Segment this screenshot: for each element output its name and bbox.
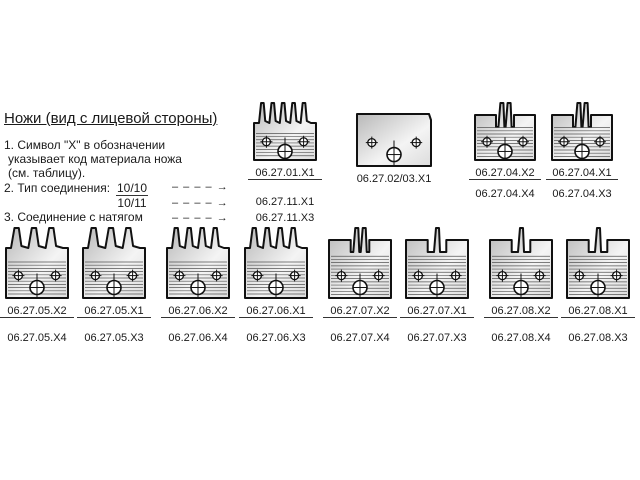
- knife-outline: [5, 227, 69, 299]
- knife-k05b: [82, 227, 146, 299]
- note-2-fraction-top: 10/10: [116, 181, 148, 196]
- knife-code: 06.27.07.X1: [400, 305, 474, 318]
- knife-k01: [253, 102, 317, 161]
- knife-code: 06.27.01.X1: [248, 167, 322, 180]
- knife-code: 06.27.06.X2: [161, 305, 235, 318]
- knife-alt-code: 06.27.07.X4: [330, 332, 390, 344]
- knife-code: 06.27.04.X2: [469, 167, 541, 180]
- knife-alt-code: 06.27.08.X4: [491, 332, 551, 344]
- knife-alt-code: 06.27.06.X4: [168, 332, 228, 344]
- knife-k05a: [5, 227, 69, 299]
- page-title: Ножи (вид с лицевой стороны): [4, 110, 218, 127]
- knife-code: 06.27.07.X2: [323, 305, 397, 318]
- knife-code: 06.27.06.X1: [239, 305, 313, 318]
- knife-code: 06.27.08.X1: [561, 305, 635, 318]
- knife-k04a: [474, 102, 536, 161]
- knife-alt-code: 06.27.05.X3: [84, 332, 144, 344]
- knife-outline: [566, 227, 630, 299]
- knife-k06a: [166, 227, 230, 299]
- code-06-27-11-x1: 06.27.11.X1: [255, 196, 315, 208]
- knife-code: 06.27.05.X2: [0, 305, 74, 318]
- note-1-line-1: 1. Символ "X" в обозначении: [4, 138, 166, 152]
- arrow-1: – – – – →: [172, 181, 229, 193]
- knife-outline: [356, 113, 432, 167]
- knife-k02: [356, 113, 432, 167]
- knife-code: 06.27.02/03.X1: [356, 173, 432, 185]
- knife-k08b: [566, 227, 630, 299]
- knife-k07b: [405, 227, 469, 299]
- knife-k06b: [244, 227, 308, 299]
- knife-k08a: [489, 227, 553, 299]
- knife-code: 06.27.04.X1: [546, 167, 618, 180]
- knife-alt-code: 06.27.04.X3: [552, 188, 612, 200]
- note-2-label: 2. Тип соединения:: [4, 181, 111, 195]
- knife-outline: [405, 227, 469, 299]
- arrow-3: – – – – →: [172, 212, 229, 224]
- knife-code: 06.27.05.X1: [77, 305, 151, 318]
- knife-outline: [551, 102, 613, 161]
- note-3-label: 3. Соединение с натягом: [4, 210, 143, 224]
- knife-alt-code: 06.27.05.X4: [7, 332, 67, 344]
- knife-code: 06.27.08.X2: [484, 305, 558, 318]
- knife-k07a: [328, 227, 392, 299]
- knife-outline: [328, 227, 392, 299]
- knife-outline: [82, 227, 146, 299]
- knife-outline: [489, 227, 553, 299]
- arrow-2: – – – – →: [172, 197, 229, 209]
- knife-alt-code: 06.27.08.X3: [568, 332, 628, 344]
- knife-alt-code: 06.27.06.X3: [246, 332, 306, 344]
- knife-alt-code: 06.27.04.X4: [475, 188, 535, 200]
- note-2-fraction-bottom: 10/11: [117, 196, 147, 210]
- knife-outline: [253, 102, 317, 161]
- note-1-line-3: (см. таблицу).: [8, 166, 86, 180]
- note-1-line-2: указывает код материала ножа: [8, 152, 182, 166]
- code-06-27-11-x3: 06.27.11.X3: [255, 212, 315, 224]
- knife-outline: [244, 227, 308, 299]
- knife-alt-code: 06.27.07.X3: [407, 332, 467, 344]
- knife-k04b: [551, 102, 613, 161]
- knife-outline: [474, 102, 536, 161]
- knife-outline: [166, 227, 230, 299]
